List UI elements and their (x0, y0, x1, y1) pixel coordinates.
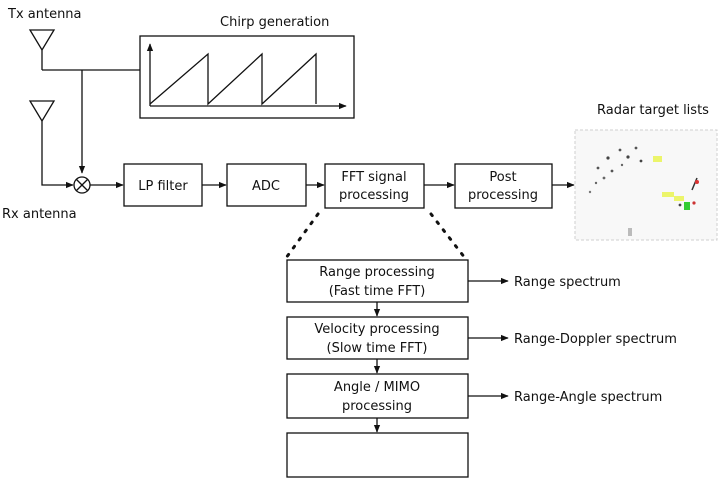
empty-processing-block (286, 432, 469, 478)
angle-mimo-processing-block (286, 373, 469, 419)
radar-target-lists-label: Radar target lists (597, 103, 709, 118)
fft-label-line2: processing (339, 188, 409, 203)
radar-target-image (574, 129, 718, 241)
chirp-sawtooth-plot (146, 43, 347, 110)
adc-label: ADC (252, 179, 280, 194)
angle-label-line2: processing (342, 399, 412, 414)
post-processing-block (454, 163, 553, 209)
angle-label-line1: Angle / MIMO (334, 380, 420, 395)
fft-processing-block (324, 163, 425, 209)
rx-antenna-icon (28, 100, 74, 189)
chirp-generation-box (139, 35, 355, 119)
post-label-line1: Post (489, 170, 516, 185)
post-label-line2: processing (468, 188, 538, 203)
mixer-icon (73, 176, 91, 194)
rx-antenna-label: Rx antenna (2, 207, 77, 222)
expansion-dotted-left (284, 212, 320, 260)
chirp-generation-label: Chirp generation (220, 15, 329, 30)
range-spectrum-label: Range spectrum (514, 275, 621, 290)
adc-block (226, 163, 307, 207)
tx-antenna-label: Tx antenna (7, 7, 82, 22)
range-label-line1: Range processing (319, 265, 434, 280)
range-label-line2: (Fast time FFT) (329, 284, 426, 299)
range-angle-spectrum-label: Range-Angle spectrum (514, 390, 662, 405)
range-processing-block (286, 259, 469, 303)
velocity-processing-block (286, 316, 469, 360)
lp-filter-label: LP filter (138, 179, 188, 194)
range-doppler-spectrum-label: Range-Doppler spectrum (514, 332, 677, 347)
fft-label-line1: FFT signal (341, 170, 406, 185)
lp-filter-block (123, 163, 203, 207)
velocity-label-line1: Velocity processing (314, 322, 439, 337)
expansion-dotted-right (429, 212, 467, 260)
tx-antenna-icon (28, 29, 56, 70)
velocity-label-line2: (Slow time FFT) (327, 341, 428, 356)
